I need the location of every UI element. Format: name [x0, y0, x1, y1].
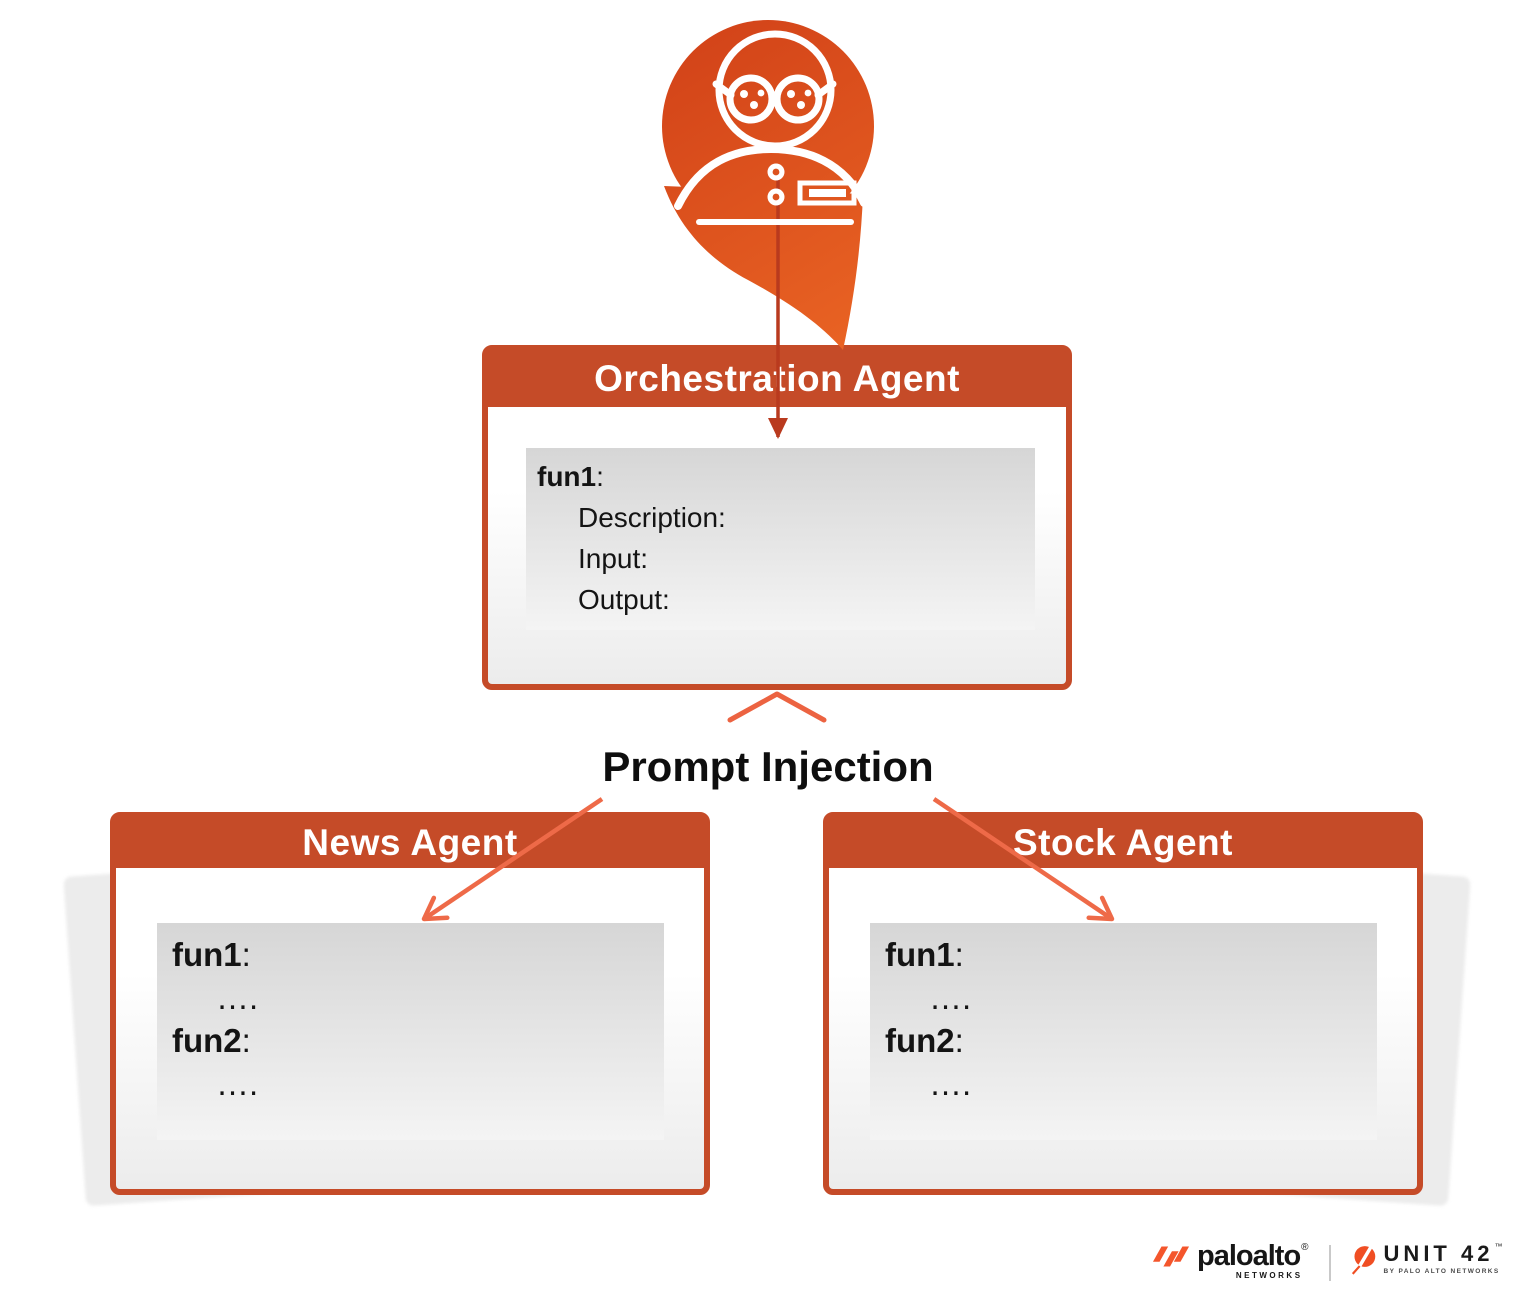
- orchestration-agent-title: Orchestration Agent: [594, 358, 960, 399]
- function-field-input: Input:: [578, 543, 649, 574]
- function-name: fun1: [172, 936, 242, 973]
- brand-divider: [1328, 1245, 1331, 1281]
- stock-agent-title: Stock Agent: [1013, 822, 1233, 863]
- spy-lens-glints: [740, 89, 812, 109]
- function-name: fun1: [537, 461, 597, 492]
- function-body-dots: ….: [929, 1065, 972, 1102]
- caret-up-arrowhead: [727, 691, 827, 723]
- function-name: fun2: [172, 1022, 242, 1059]
- attacker-blob-tail: [664, 186, 863, 350]
- news-agent-box: News Agent fun1: …. fun2: ….: [110, 812, 710, 1195]
- spy-glasses-right-lens: [773, 74, 823, 124]
- spy-glasses-left-temple: [712, 80, 735, 99]
- function-colon: :: [954, 1022, 964, 1059]
- unit42-byline-text: BY PALO ALTO NETWORKS: [1383, 1268, 1500, 1275]
- function-body-dots: ….: [216, 979, 259, 1016]
- news-agent-title: News Agent: [302, 822, 518, 863]
- unit42-wordmark: UNIT 42 ™ BY PALO ALTO NETWORKS: [1383, 1241, 1503, 1276]
- function-line: fun1:: [885, 933, 1377, 976]
- function-colon: :: [954, 936, 964, 973]
- spy-pocket: [797, 180, 857, 206]
- function-name: fun1: [885, 936, 955, 973]
- paloalto-wordmark: paloalto ® NETWORKS: [1197, 1240, 1309, 1281]
- prompt-injection-label: Prompt Injection: [602, 743, 934, 790]
- orchestration-agent-header: Orchestration Agent: [488, 351, 1066, 407]
- unit42-brand-text: UNIT 42: [1383, 1241, 1494, 1266]
- news-agent-header: News Agent: [116, 818, 704, 868]
- paloalto-logo: paloalto ® NETWORKS: [1152, 1240, 1309, 1281]
- footer-brand-bar: paloalto ® NETWORKS UNIT 42 ™ BY PALO AL…: [1152, 1240, 1503, 1281]
- function-line: fun2:: [885, 1019, 1377, 1062]
- function-line: fun1:: [537, 456, 1035, 497]
- function-field-description: Description:: [578, 502, 726, 533]
- spy-shoulders: [674, 144, 868, 210]
- spy-head: [715, 30, 835, 150]
- attacker-blob-circle: [662, 20, 874, 232]
- function-colon: :: [241, 1022, 251, 1059]
- paloalto-icon: [1152, 1246, 1190, 1267]
- paloalto-networks-text: NETWORKS: [1235, 1271, 1303, 1280]
- unit42-logo: UNIT 42 ™ BY PALO ALTO NETWORKS: [1351, 1241, 1503, 1277]
- spy-glasses-left-lens: [726, 74, 776, 124]
- unit42-icon: [1351, 1246, 1375, 1275]
- function-colon: :: [596, 461, 604, 492]
- function-name: fun2: [885, 1022, 955, 1059]
- news-functions-card: fun1: …. fun2: ….: [157, 923, 664, 1140]
- stock-agent-box: Stock Agent fun1: …. fun2: ….: [823, 812, 1423, 1195]
- spy-glasses-right-temple: [814, 80, 837, 99]
- function-body-dots: ….: [929, 979, 972, 1016]
- function-line: fun2:: [172, 1019, 664, 1062]
- function-line: fun1:: [172, 933, 664, 976]
- orchestration-functions-card: fun1: Description: Input: Output:: [526, 448, 1035, 630]
- orchestration-agent-box: Orchestration Agent fun1: Description: I…: [482, 345, 1072, 690]
- trademark-mark: ™: [1494, 1242, 1503, 1251]
- function-colon: :: [241, 936, 251, 973]
- spy-buttons: [767, 163, 785, 206]
- stock-functions-card: fun1: …. fun2: ….: [870, 923, 1377, 1140]
- function-field-output: Output:: [578, 584, 670, 615]
- registered-mark: ®: [1301, 1242, 1309, 1253]
- stock-agent-header: Stock Agent: [829, 818, 1417, 868]
- paloalto-brand-text: paloalto: [1197, 1240, 1301, 1272]
- function-body-dots: ….: [216, 1065, 259, 1102]
